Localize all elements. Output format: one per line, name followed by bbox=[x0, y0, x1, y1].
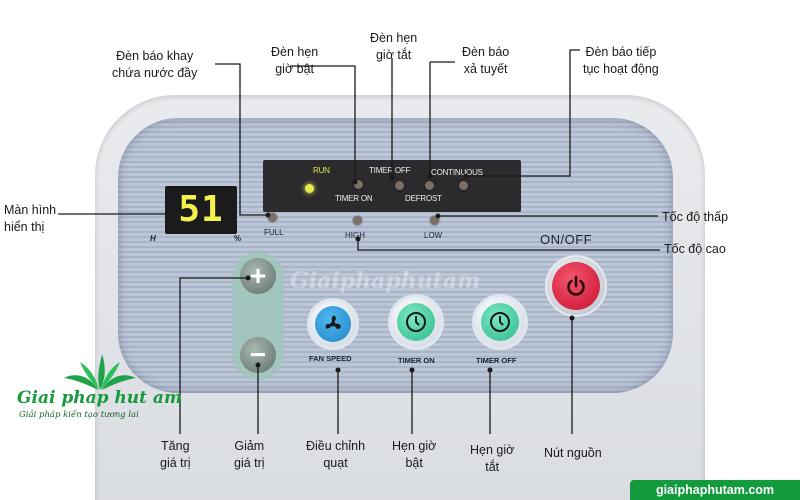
timer-off-label: TIMER OFF bbox=[369, 166, 411, 175]
display-value: 51 bbox=[178, 189, 224, 230]
callout-defrost-lamp: Đèn báo xả tuyết bbox=[462, 44, 509, 78]
full-led bbox=[268, 213, 277, 222]
power-icon bbox=[567, 275, 585, 296]
brand-logo: Giai phap hut am Giải pháp kiến tạo tươn… bbox=[5, 352, 195, 422]
continuous-led bbox=[459, 181, 468, 190]
callout-timer-on-lamp: Đèn hẹn giờ bật bbox=[271, 44, 318, 78]
callout-line: Màn hình bbox=[4, 203, 57, 217]
low-label: LOW bbox=[424, 231, 443, 240]
display-unit-h: H bbox=[150, 234, 156, 243]
run-led bbox=[305, 184, 314, 193]
callout-line: Tăng bbox=[161, 439, 190, 453]
callout-line: chứa nước đầy bbox=[112, 65, 198, 80]
callout-line: hiển thị bbox=[4, 219, 45, 234]
callout-line: Hẹn giờ bbox=[470, 443, 515, 457]
callout-line: giờ bật bbox=[275, 61, 315, 76]
callout-low-speed: Tốc độ thấp bbox=[662, 210, 729, 224]
timer-off-caption: TIMER OFF bbox=[476, 356, 517, 365]
callout-line: giờ tắt bbox=[375, 47, 412, 62]
callout-line: Đèn báo khay bbox=[116, 49, 194, 63]
callout-continuous-lamp: Đèn báo tiếp tục hoạt động bbox=[583, 44, 659, 78]
callout-tray-full: Đèn báo khay chứa nước đầy bbox=[112, 48, 197, 82]
high-label: HIGH bbox=[345, 231, 365, 240]
clock-icon bbox=[406, 312, 426, 332]
callout-line: giá trị bbox=[160, 455, 191, 470]
callout-line: xả tuyết bbox=[463, 61, 508, 76]
timer-on-button-face bbox=[397, 303, 435, 341]
callout-display: Màn hình hiển thị bbox=[4, 202, 56, 236]
display-unit-percent: % bbox=[234, 234, 242, 243]
leaf-logo-icon bbox=[64, 354, 136, 390]
full-label: FULL bbox=[264, 228, 284, 237]
callout-line: Đèn hẹn bbox=[271, 45, 319, 59]
decrease-button[interactable]: − bbox=[240, 337, 276, 373]
timer-on-led bbox=[354, 180, 363, 189]
defrost-led bbox=[425, 181, 434, 190]
callout-fan-control: Điều chỉnh quạt bbox=[306, 438, 365, 472]
callout-line: quạt bbox=[323, 455, 348, 470]
watermark-text: Giaiphaphutam bbox=[290, 268, 481, 294]
minus-icon: − bbox=[249, 339, 267, 370]
indicator-strip: RUN TIMER OFF CONTINUOUS TIMER ON DEFROS… bbox=[263, 160, 521, 212]
logo-slogan: Giải pháp kiến tạo tương lai bbox=[19, 410, 139, 420]
power-button-face bbox=[552, 262, 600, 310]
plus-icon: + bbox=[249, 260, 267, 291]
fan-speed-button[interactable] bbox=[307, 298, 359, 350]
callout-power: Nút nguồn bbox=[544, 446, 602, 460]
callout-timer-off: Hẹn giờ tắt bbox=[470, 442, 514, 476]
timer-off-led bbox=[395, 181, 404, 190]
logo-name: Giai phap hut am bbox=[17, 388, 182, 408]
defrost-label: DEFROST bbox=[405, 194, 442, 203]
website-banner[interactable]: giaiphaphutam.com bbox=[630, 480, 800, 500]
fan-icon bbox=[325, 315, 341, 329]
digital-display: 51 bbox=[165, 186, 237, 234]
callout-high-speed: Tốc độ cao bbox=[664, 242, 726, 256]
timer-off-button[interactable] bbox=[472, 294, 528, 350]
increase-button[interactable]: + bbox=[240, 258, 276, 294]
callout-line: tắt bbox=[485, 459, 500, 474]
callout-line: Giảm bbox=[234, 439, 265, 453]
timer-on-caption: TIMER ON bbox=[398, 356, 435, 365]
power-button[interactable] bbox=[545, 255, 607, 317]
timer-on-label: TIMER ON bbox=[335, 194, 373, 203]
continuous-label: CONTINUOUS bbox=[431, 168, 483, 177]
fan-speed-caption: FAN SPEED bbox=[309, 354, 352, 363]
callout-increase: Tăng giá trị bbox=[160, 438, 191, 472]
callout-line: Điều chỉnh bbox=[306, 439, 366, 453]
callout-line: Đèn báo bbox=[462, 45, 510, 59]
callout-line: giá trị bbox=[234, 455, 265, 470]
callout-line: bật bbox=[405, 455, 423, 470]
clock-icon bbox=[490, 312, 510, 332]
callout-line: Đèn hẹn bbox=[370, 31, 418, 45]
high-led bbox=[353, 216, 362, 225]
timer-off-button-face bbox=[481, 303, 519, 341]
callout-timer-on: Hẹn giờ bật bbox=[392, 438, 436, 472]
callout-line: Đèn báo tiếp bbox=[585, 45, 657, 59]
run-label: RUN bbox=[313, 166, 330, 175]
low-led bbox=[430, 216, 439, 225]
on-off-label: ON/OFF bbox=[540, 232, 593, 247]
callout-decrease: Giảm giá trị bbox=[234, 438, 265, 472]
fan-speed-button-face bbox=[315, 306, 351, 342]
callout-line: Hẹn giờ bbox=[392, 439, 437, 453]
timer-on-button[interactable] bbox=[388, 294, 444, 350]
callout-timer-off-lamp: Đèn hẹn giờ tắt bbox=[370, 30, 417, 64]
callout-line: tục hoạt động bbox=[583, 61, 659, 76]
